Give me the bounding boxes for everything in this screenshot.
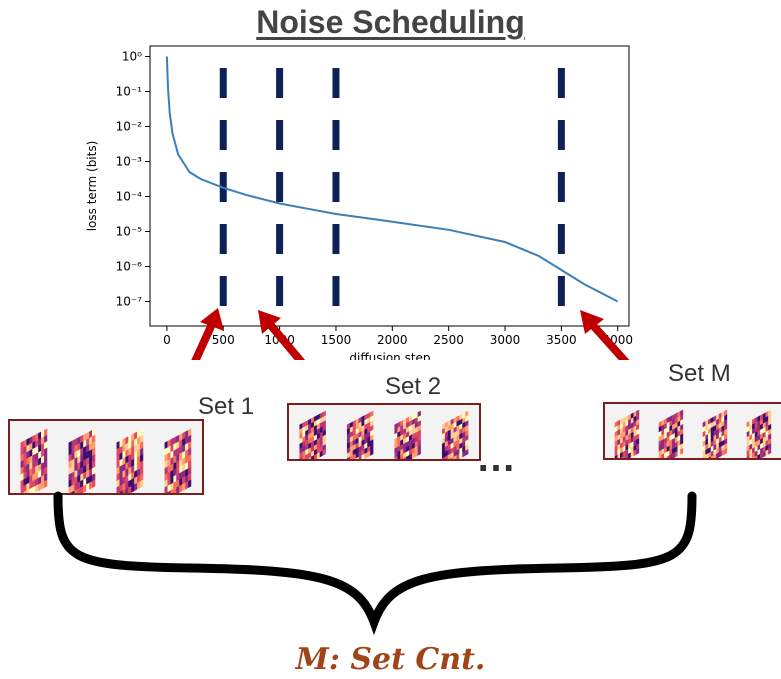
noise-heatmap bbox=[394, 410, 421, 459]
x-tick-label: 1500 bbox=[321, 333, 352, 347]
arrow-set-2 bbox=[258, 310, 306, 360]
noise-heatmap bbox=[441, 410, 469, 459]
set-1-panel bbox=[8, 419, 204, 495]
caption: M: Set Cnt. bbox=[295, 642, 486, 677]
x-axis-label: diffusion step bbox=[349, 351, 430, 360]
x-tick-label: 2000 bbox=[377, 333, 408, 347]
y-tick-label: 10⁻⁶ bbox=[116, 260, 143, 274]
y-axis-ticks: 10⁰ 10⁻¹ 10⁻² 10⁻³ 10⁻⁴ 10⁻⁵ 10⁻⁶ 10⁻⁷ bbox=[116, 50, 150, 309]
x-axis-ticks: 05001000150020002500300035004000 bbox=[163, 326, 633, 347]
x-tick-label: 500 bbox=[212, 333, 235, 347]
noise-heatmap bbox=[746, 409, 772, 458]
noise-heatmap bbox=[164, 428, 192, 493]
noise-heatmap bbox=[614, 409, 640, 458]
set-m-heatmaps bbox=[614, 409, 772, 458]
noise-heatmap bbox=[20, 428, 48, 493]
y-tick-label: 10⁻³ bbox=[116, 155, 143, 169]
set-2-panel bbox=[287, 403, 481, 461]
y-axis-label: loss term (bits) bbox=[85, 141, 99, 232]
arrow-set-1 bbox=[191, 308, 224, 360]
set-1-label: Set 1 bbox=[198, 393, 255, 420]
loss-curve bbox=[165, 56, 619, 303]
x-tick-label: 2500 bbox=[433, 333, 464, 347]
ellipsis: … bbox=[476, 436, 516, 480]
noise-heatmap bbox=[116, 428, 144, 493]
noise-heatmap bbox=[702, 409, 728, 458]
y-tick-label: 10⁻⁷ bbox=[116, 295, 143, 309]
x-tick-label: 3000 bbox=[490, 333, 521, 347]
x-tick-label: 0 bbox=[163, 333, 171, 347]
loss-chart: 05001000150020002500300035004000 10⁰10⁻¹… bbox=[85, 45, 633, 360]
noise-heatmap bbox=[658, 409, 684, 458]
set-m-panel bbox=[603, 402, 781, 460]
y-tick-label: 10⁻² bbox=[116, 120, 143, 134]
set-2-label: Set 2 bbox=[385, 373, 442, 400]
y-tick-label: 10⁻⁵ bbox=[116, 225, 143, 239]
noise-heatmap bbox=[299, 410, 326, 459]
arrow-set-m bbox=[580, 310, 630, 360]
y-tick-label: 10⁻⁴ bbox=[116, 190, 143, 204]
y-tick-label: 10⁻¹ bbox=[116, 85, 143, 99]
diagram-title: Noise Scheduling bbox=[256, 4, 525, 40]
set-1-heatmaps bbox=[20, 428, 192, 493]
set-m-label: Set M bbox=[668, 360, 731, 387]
set-2-heatmaps bbox=[299, 410, 469, 459]
schedule-markers bbox=[219, 68, 565, 326]
y-tick-label: 10⁰ bbox=[122, 50, 142, 64]
noise-heatmap bbox=[346, 410, 374, 459]
plot-frame bbox=[149, 45, 630, 327]
noise-heatmap bbox=[68, 428, 96, 493]
x-tick-label: 3500 bbox=[546, 333, 577, 347]
